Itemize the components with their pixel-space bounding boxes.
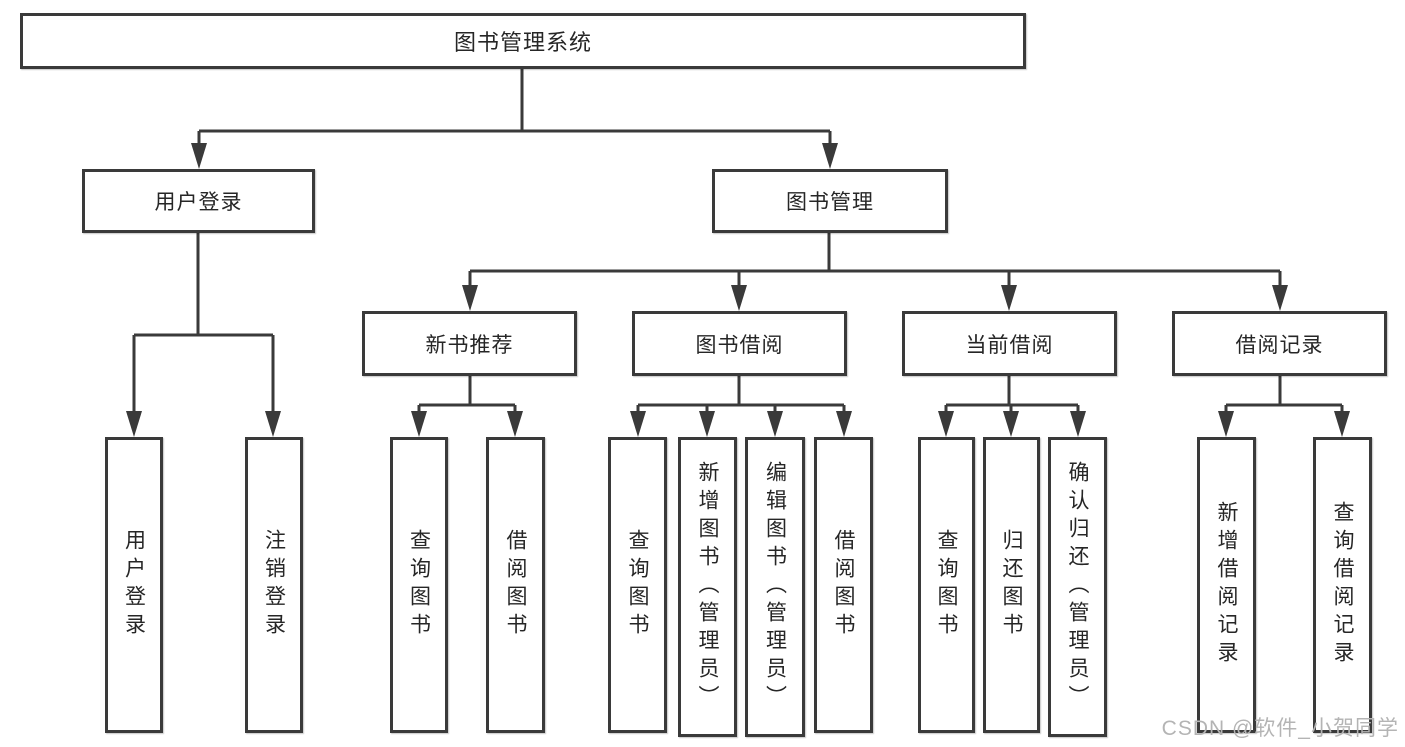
leaf-query-books-borrowing: 查询图书 [608, 437, 667, 733]
leaf-borrow-books-recommend-label: 借阅图书 [504, 529, 527, 641]
node-current-borrowing-label: 当前借阅 [965, 333, 1054, 357]
node-current-borrowing: 当前借阅 [902, 311, 1117, 376]
leaf-logout: 注销登录 [245, 437, 303, 733]
leaf-return-books-label: 归还图书 [1000, 529, 1023, 641]
leaf-add-borrow-record-label: 新增借阅记录 [1215, 501, 1238, 669]
csdn-watermark: CSDN @软件_小贺同学 [1161, 717, 1399, 740]
leaf-query-books-current-label: 查询图书 [935, 529, 958, 641]
arrowhead-icons [126, 143, 1350, 437]
leaf-return-books: 归还图书 [983, 437, 1040, 733]
leaf-confirm-return-admin-label: 确认归还（管理员） [1066, 461, 1089, 713]
leaf-edit-books-admin-label: 编辑图书（管理员） [763, 461, 787, 713]
node-root-label: 图书管理系统 [453, 30, 592, 55]
leaf-query-books-borrowing-label: 查询图书 [626, 529, 649, 641]
leaf-add-borrow-record: 新增借阅记录 [1197, 437, 1256, 733]
leaf-edit-books-admin: 编辑图书（管理员） [745, 437, 805, 737]
leaf-borrow-books-label: 借阅图书 [832, 529, 855, 641]
node-book-management-label: 图书管理 [786, 191, 874, 214]
node-borrowing-records-label: 借阅记录 [1235, 333, 1324, 357]
node-user-login-label: 用户登录 [154, 191, 243, 214]
leaf-user-login: 用户登录 [105, 437, 163, 733]
leaf-user-login-label: 用户登录 [122, 529, 146, 641]
leaf-query-books-recommend: 查询图书 [390, 437, 448, 733]
node-book-borrowing: 图书借阅 [632, 311, 847, 376]
leaf-query-books-recommend-label: 查询图书 [407, 529, 431, 641]
leaf-query-borrow-record-label: 查询借阅记录 [1331, 501, 1354, 669]
leaf-logout-label: 注销登录 [262, 529, 286, 641]
node-book-borrowing-label: 图书借阅 [695, 333, 784, 357]
leaf-add-books-admin: 新增图书（管理员） [678, 437, 737, 737]
leaf-query-borrow-record: 查询借阅记录 [1313, 437, 1372, 733]
node-new-book-recommend-label: 新书推荐 [425, 333, 514, 357]
node-user-login: 用户登录 [82, 169, 315, 233]
leaf-confirm-return-admin: 确认归还（管理员） [1048, 437, 1107, 737]
leaf-add-books-admin-label: 新增图书（管理员） [696, 461, 719, 713]
leaf-query-books-current: 查询图书 [918, 437, 975, 733]
node-borrowing-records: 借阅记录 [1172, 311, 1387, 376]
leaf-borrow-books-recommend: 借阅图书 [486, 437, 545, 733]
node-root-library-system: 图书管理系统 [20, 13, 1026, 69]
node-new-book-recommend: 新书推荐 [362, 311, 577, 376]
node-book-management: 图书管理 [712, 169, 948, 233]
leaf-borrow-books: 借阅图书 [814, 437, 873, 733]
